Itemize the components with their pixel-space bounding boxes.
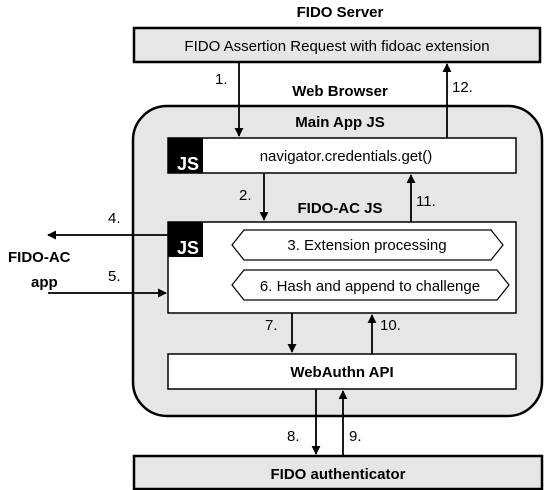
arrow-11-label: 11. xyxy=(416,193,436,210)
arrow-1-label: 1. xyxy=(215,71,228,88)
js-badge-label: JS xyxy=(177,238,199,258)
arrow-7-label: 7. xyxy=(265,317,278,334)
authenticator-box xyxy=(132,454,544,490)
server-box xyxy=(132,26,542,64)
arrow-12-label: 12. xyxy=(452,79,473,96)
arrow-2-label: 2. xyxy=(239,187,252,204)
server-box-label: FIDO Assertion Request with fidoac exten… xyxy=(184,38,489,55)
browser-title: Web Browser xyxy=(292,83,388,100)
webauthn-box xyxy=(167,353,517,390)
step-hash-append xyxy=(231,269,510,301)
fido-ac-js-title: FIDO-AC JS xyxy=(297,200,382,217)
fido-ac-app-label-line2: app xyxy=(31,274,58,291)
authenticator-label: FIDO authenticator xyxy=(270,466,405,483)
arrow-5-label: 5. xyxy=(108,268,121,285)
step-extension-processing xyxy=(231,229,504,261)
arrow-10-label: 10. xyxy=(380,317,401,334)
webauthn-label: WebAuthn API xyxy=(290,364,393,381)
step-extension-processing-label: 3. Extension processing xyxy=(287,237,446,254)
main-app-title: Main App JS xyxy=(295,114,384,131)
main-app-box xyxy=(167,137,517,174)
credentials-get-label: navigator.credentials.get() xyxy=(260,148,433,165)
arrow-9-label: 9. xyxy=(349,428,362,445)
arrow-8-label: 8. xyxy=(287,428,300,445)
arrow-4-label: 4. xyxy=(108,210,121,227)
js-badge xyxy=(168,222,203,257)
step-hash-append-label: 6. Hash and append to challenge xyxy=(260,278,480,295)
js-badge-label: JS xyxy=(177,154,199,174)
fido-ac-app-label: FIDO-AC xyxy=(8,249,71,266)
server-title: FIDO Server xyxy=(297,4,384,21)
js-badge xyxy=(168,138,203,173)
